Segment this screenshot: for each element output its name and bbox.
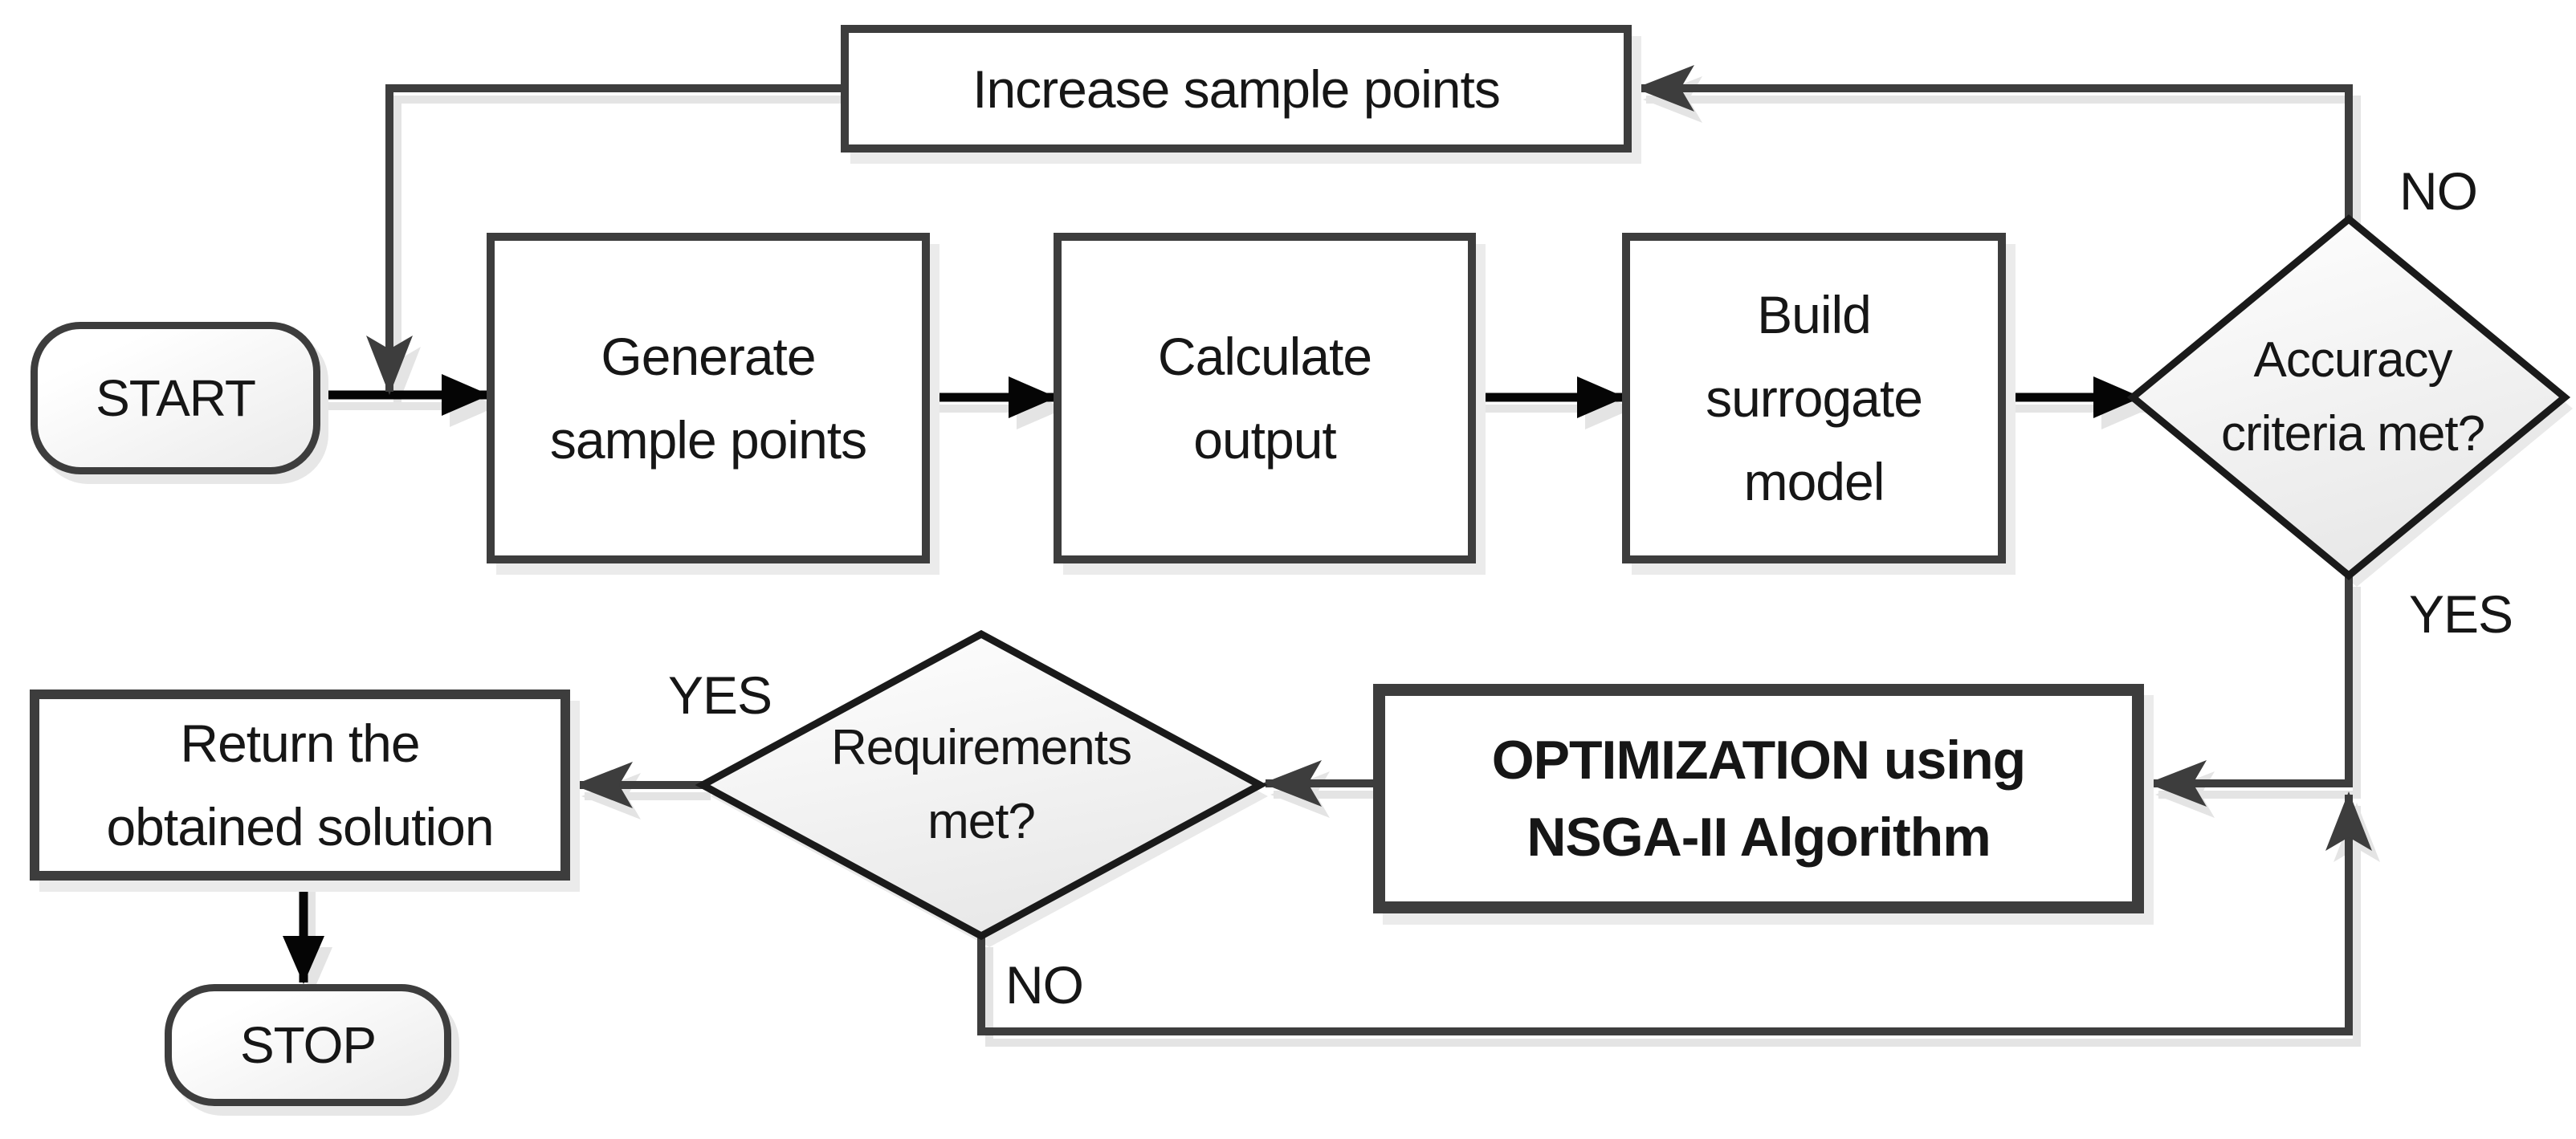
build-label-line2: surrogate	[1706, 368, 1923, 428]
return-solution-box: Return the obtained solution	[30, 690, 570, 881]
return-label-line1: Return the	[180, 714, 420, 773]
edge-requirements-no-loop	[977, 791, 2372, 1035]
optimization-label-line2: NSGA-II Algorithm	[1526, 807, 1991, 868]
generate-sample-points-box: Generate sample points	[487, 233, 930, 563]
optimization-label-line1: OPTIMIZATION using	[1491, 730, 2026, 791]
requirements-diamond	[695, 629, 1268, 941]
start-terminator: START	[31, 322, 320, 474]
requirements-yes-label: YES	[668, 665, 772, 725]
accuracy-diamond-label: Accuracy criteria met?	[2120, 323, 2576, 471]
increase-label: Increase sample points	[972, 59, 1501, 119]
build-label-line1: Build	[1757, 285, 1872, 344]
optimization-nsga2-box: OPTIMIZATION using NSGA-II Algorithm	[1373, 684, 2144, 913]
accuracy-yes-label: YES	[2409, 584, 2513, 644]
generate-label-line2: sample points	[549, 410, 867, 470]
requirements-label-line1: Requirements	[831, 720, 1132, 775]
generate-label-line1: Generate	[601, 327, 816, 386]
accuracy-no-label: NO	[2399, 161, 2478, 221]
edge-increase-to-junction	[366, 84, 841, 395]
edge-accuracy-yes-to-optimization	[2147, 576, 2353, 807]
stop-label: STOP	[239, 1016, 377, 1074]
return-label-line2: obtained solution	[106, 797, 494, 856]
build-label-line3: model	[1743, 452, 1885, 511]
edge-accuracy-no-to-increase	[1635, 65, 2353, 219]
requirements-label-line2: met?	[927, 794, 1036, 849]
build-surrogate-model-box: Build surrogate model	[1622, 233, 2006, 563]
accuracy-label-line2: criteria met?	[2220, 406, 2485, 462]
increase-sample-points-box: Increase sample points	[841, 25, 1632, 153]
accuracy-diamond	[2126, 214, 2571, 580]
calculate-output-box: Calculate output	[1054, 233, 1476, 563]
start-label: START	[96, 369, 256, 427]
accuracy-label-line1: Accuracy	[2253, 332, 2453, 388]
requirements-diamond-label: Requirements met?	[740, 711, 1222, 859]
requirements-no-label: NO	[1005, 955, 1084, 1015]
stop-terminator: STOP	[165, 984, 451, 1106]
calculate-label-line2: output	[1193, 410, 1336, 470]
calculate-label-line1: Calculate	[1157, 327, 1372, 386]
